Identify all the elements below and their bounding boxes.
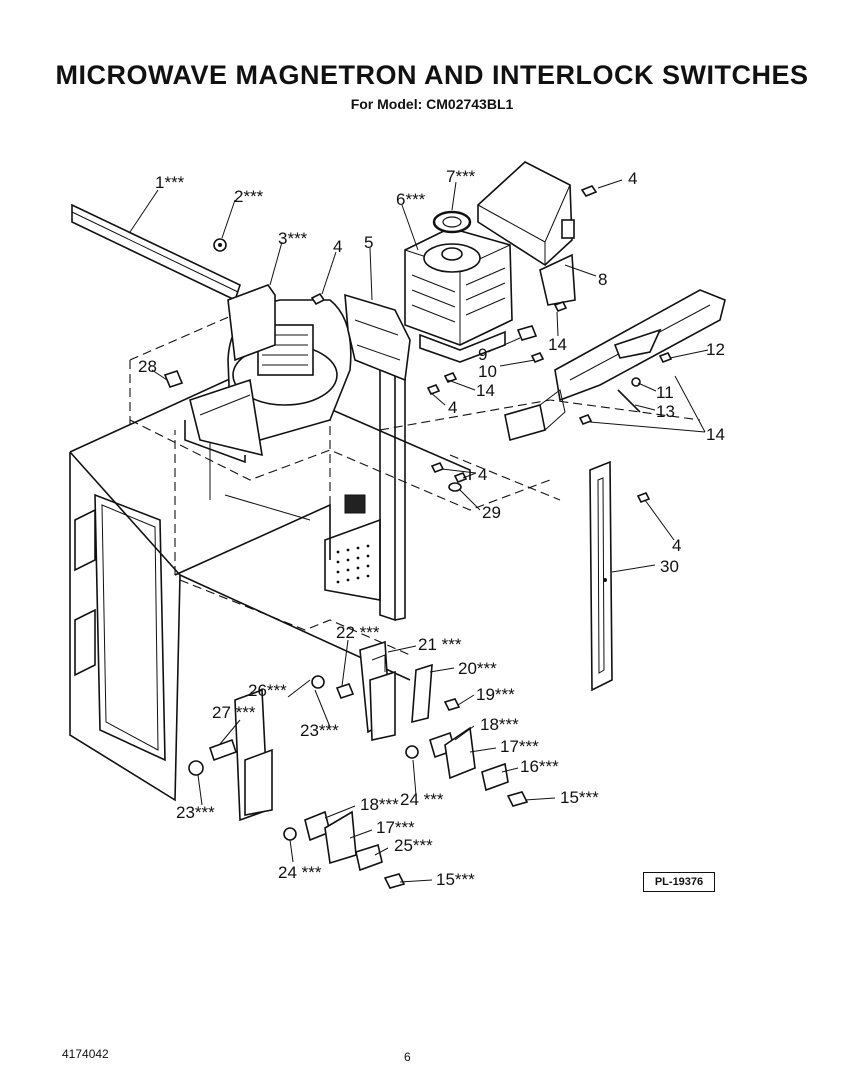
callout-4a: 4 <box>333 237 342 256</box>
callout-11: 11 <box>656 383 674 402</box>
callout-3: 3*** <box>278 229 308 248</box>
callout-6: 6*** <box>396 190 426 209</box>
callout-23b: 23*** <box>176 803 215 822</box>
callout-19: 19*** <box>476 685 515 704</box>
callout-17b: 17*** <box>376 818 415 837</box>
callout-4c: 4 <box>448 398 457 417</box>
callout-21: 21 *** <box>418 635 462 654</box>
bracket-5 <box>344 293 411 382</box>
callout-24a: 24 *** <box>400 790 444 809</box>
callout-24b: 24 *** <box>278 863 322 882</box>
doc-number: 4174042 <box>62 1047 109 1061</box>
callout-4d: 4 <box>478 465 487 484</box>
callout-28: 28 <box>138 357 157 376</box>
model-subtitle: For Model: CM02743BL1 <box>350 96 514 112</box>
callout-18b: 18*** <box>360 795 399 814</box>
callout-17a: 17*** <box>500 737 539 756</box>
callout-14b: 14 <box>476 381 495 400</box>
callout-1: 1*** <box>155 173 185 192</box>
interlock-switch-assembly <box>188 640 529 889</box>
callout-labels: 1*** 2*** 3*** 4 5 6*** 7*** 4 8 14 9 10… <box>138 167 725 889</box>
callout-5: 5 <box>364 233 373 252</box>
callout-18a: 18*** <box>480 715 519 734</box>
callout-15a: 15*** <box>560 788 599 807</box>
callout-29: 29 <box>482 503 501 522</box>
callout-23a: 23*** <box>300 721 339 740</box>
callout-30: 30 <box>660 557 679 576</box>
page-number: 6 <box>404 1050 411 1064</box>
magnetron <box>404 227 513 363</box>
callout-22: 22 *** <box>336 623 380 642</box>
page-title: MICROWAVE MAGNETRON AND INTERLOCK SWITCH… <box>55 60 809 90</box>
callout-16: 16*** <box>520 757 559 776</box>
callout-2: 2*** <box>234 187 264 206</box>
callout-13: 13 <box>656 402 675 421</box>
callout-10: 10 <box>478 362 497 381</box>
callout-15b: 15*** <box>436 870 475 889</box>
callout-14c: 14 <box>706 425 725 444</box>
callout-4b: 4 <box>628 169 637 188</box>
callout-26: 26*** <box>248 681 287 700</box>
screws-upper <box>163 185 673 504</box>
blower-assembly <box>189 284 352 457</box>
callout-4e: 4 <box>672 536 681 555</box>
callout-7: 7*** <box>446 167 476 186</box>
callout-12: 12 <box>706 340 725 359</box>
callout-9: 9 <box>478 345 487 364</box>
gasket <box>432 210 472 234</box>
plate-code-box: PL-19376 <box>643 872 715 892</box>
callout-20: 20*** <box>458 659 497 678</box>
leader-lines <box>129 179 709 883</box>
callout-8: 8 <box>598 270 607 289</box>
callout-25: 25*** <box>394 836 433 855</box>
callout-27: 27 *** <box>212 703 256 722</box>
callout-14a: 14 <box>548 335 567 354</box>
plate-30 <box>589 460 613 692</box>
bracket-12 <box>504 289 726 442</box>
waveguide <box>477 161 576 306</box>
